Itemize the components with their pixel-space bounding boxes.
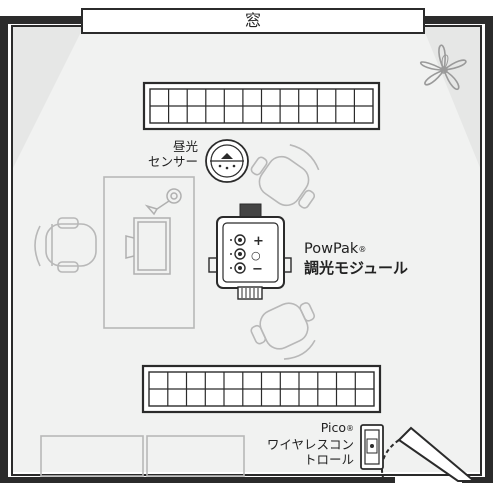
- pico-label: Pico® ワイヤレスコン トロール: [246, 420, 354, 468]
- chair-lower: [250, 302, 316, 360]
- chair-left: [34, 217, 97, 273]
- desk-lamp-icon: [144, 188, 182, 216]
- window-label: 窓: [244, 11, 261, 30]
- powpak-registered-mark: ®: [358, 245, 367, 254]
- cabinets: [40, 435, 245, 477]
- desk: [103, 176, 195, 329]
- window: [81, 8, 425, 34]
- pico-label-line3: トロール: [303, 452, 354, 467]
- chair-upper: [250, 144, 320, 209]
- light-fixture-bottom: [141, 364, 382, 414]
- potted-plant-icon: [419, 44, 467, 91]
- powpak-label-line2: 調光モジュール: [304, 259, 408, 277]
- powpak-plus-label: +: [253, 234, 264, 249]
- pico-label-line1: Pico: [320, 420, 346, 435]
- pico-label-line2: ワイヤレスコン: [266, 436, 354, 452]
- powpak-label: PowPak® 調光モジュール: [304, 240, 408, 277]
- laptop-icon: [125, 217, 171, 275]
- powpak-circle-label: ○: [251, 249, 261, 262]
- daylight-sensor-label: 昼光 センサー: [132, 139, 198, 169]
- pico-remote-icon: [360, 424, 384, 470]
- daylight-sensor-icon: [205, 139, 249, 183]
- daylight-sensor-label-line2: センサー: [147, 154, 198, 169]
- powpak-minus-label: −: [252, 262, 263, 277]
- pico-registered-mark: ®: [346, 424, 354, 433]
- light-fixture-top: [142, 81, 381, 131]
- powpak-module-icon: + ○ −: [208, 203, 292, 300]
- powpak-label-line1: PowPak: [304, 241, 359, 257]
- daylight-sensor-label-line1: 昼光: [172, 139, 198, 154]
